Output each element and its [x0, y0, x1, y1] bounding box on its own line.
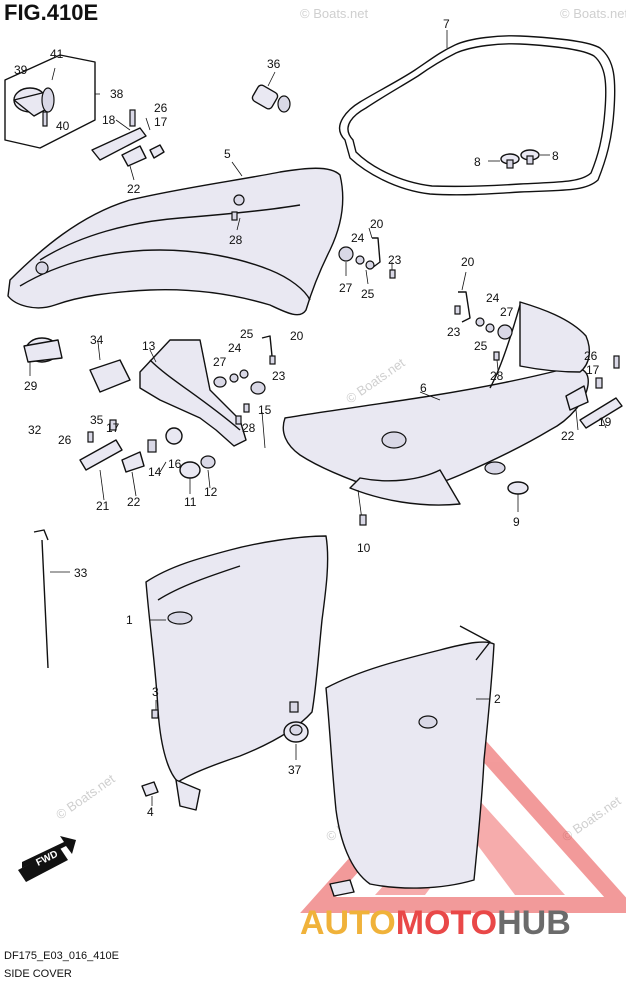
- callout-4: 4: [147, 805, 154, 819]
- callout-24a: 24: [351, 231, 365, 245]
- callout-20b: 20: [461, 255, 475, 269]
- figure-title: FIG.410E: [4, 0, 99, 25]
- fastener-group-c: [79, 335, 276, 479]
- callout-17b: 17: [586, 363, 600, 377]
- callout-2: 2: [494, 692, 501, 706]
- callout-34: 34: [90, 333, 104, 347]
- part-1-lower-cover: [145, 535, 329, 811]
- callout-28a: 28: [229, 233, 243, 247]
- part-6-side-cover: [282, 301, 591, 506]
- callout-26b: 26: [584, 349, 598, 363]
- brand-part-moto: MOTO: [395, 904, 498, 942]
- callout-3: 3: [152, 685, 159, 699]
- callout-26a: 26: [154, 101, 168, 115]
- callout-23b: 23: [447, 325, 461, 339]
- part-38-box: [4, 54, 96, 149]
- callout-21: 21: [96, 499, 110, 513]
- callout-41: 41: [50, 47, 64, 61]
- callout-32: 32: [28, 423, 42, 437]
- brand-part-hub: HUB: [497, 904, 571, 942]
- callout-37: 37: [288, 763, 302, 777]
- callout-12: 12: [204, 485, 218, 499]
- part-37-grommet: [283, 701, 309, 760]
- callout-7: 7: [443, 17, 450, 31]
- callout-27b: 27: [500, 305, 514, 319]
- callout-6: 6: [420, 381, 427, 395]
- part-33-tie: [33, 529, 70, 669]
- callout-28b: 28: [490, 369, 504, 383]
- callout-8b: 8: [552, 149, 559, 163]
- callout-17c: 17: [106, 421, 120, 435]
- leader-lines: [95, 93, 607, 501]
- callout-10: 10: [357, 541, 371, 555]
- callout-28c: 28: [242, 421, 256, 435]
- callout-11: 11: [184, 495, 197, 509]
- callout-25c: 25: [240, 327, 254, 341]
- callout-27a: 27: [339, 281, 353, 295]
- figure-code: DF175_E03_016_410E: [4, 950, 119, 962]
- callout-27c: 27: [213, 355, 227, 369]
- callout-1: 1: [126, 613, 133, 627]
- part-39-sleeve: [13, 87, 55, 117]
- callout-26c: 26: [58, 433, 72, 447]
- callout-16: 16: [168, 457, 182, 471]
- part-18-bracket: [91, 109, 165, 167]
- callout-35: 35: [90, 413, 104, 427]
- callout-40: 40: [56, 119, 70, 133]
- figure-name: SIDE COVER: [4, 968, 72, 980]
- fastener-group-a: [231, 211, 396, 279]
- right-bracket-assembly: [565, 355, 623, 429]
- callout-23a: 23: [388, 253, 402, 267]
- callout-24c: 24: [228, 341, 242, 355]
- callout-24b: 24: [486, 291, 500, 305]
- callout-9: 9: [513, 515, 520, 529]
- part-7-seal: [338, 30, 616, 196]
- part-8-caps: [488, 149, 550, 169]
- callout-36: 36: [267, 57, 281, 71]
- parts-3-4-screws: [141, 700, 159, 806]
- callout-25a: 25: [361, 287, 375, 301]
- part-36-grommet: [251, 71, 291, 113]
- watermark-text: © Boats.net: [560, 6, 626, 21]
- part-2-lower-cover: [325, 625, 495, 897]
- callout-17a: 17: [154, 115, 168, 129]
- callout-39: 39: [14, 63, 28, 77]
- watermark-text: © Boats.net: [53, 771, 118, 823]
- callout-18: 18: [102, 113, 116, 127]
- part-10-screw: [357, 489, 367, 526]
- callout-14: 14: [148, 465, 162, 479]
- part-29-grommet: [23, 337, 63, 376]
- callout-22a: 22: [127, 182, 141, 196]
- watermark-text: © Boats.net: [300, 6, 369, 21]
- brand-part-auto: AUTO: [300, 904, 396, 942]
- callout-33: 33: [74, 566, 88, 580]
- fwd-arrow: FWD: [18, 836, 76, 882]
- callout-20a: 20: [370, 217, 384, 231]
- watermark-text: © Boats.net: [343, 355, 408, 407]
- callout-5: 5: [224, 147, 231, 161]
- part-9-plug: [507, 481, 529, 512]
- part-5-upper-side-cover: [7, 161, 344, 316]
- autmotohub-logo-text: AUTOMOTOHUB: [300, 904, 571, 943]
- callout-23c: 23: [272, 369, 286, 383]
- callout-25b: 25: [474, 339, 488, 353]
- callout-22c: 22: [127, 495, 141, 509]
- callout-15: 15: [258, 403, 272, 417]
- callout-8a: 8: [474, 155, 481, 169]
- callout-38: 38: [110, 87, 124, 101]
- callout-22b: 22: [561, 429, 575, 443]
- callout-13: 13: [142, 339, 156, 353]
- callout-20c: 20: [290, 329, 304, 343]
- fastener-group-b: [454, 291, 513, 361]
- part-13-bracket: [89, 339, 247, 447]
- callout-19: 19: [598, 415, 612, 429]
- callout-29: 29: [24, 379, 38, 393]
- callout-labels: 41 39 40 38 36 7 26 18 17 22 5 28 8 8 20…: [14, 17, 612, 819]
